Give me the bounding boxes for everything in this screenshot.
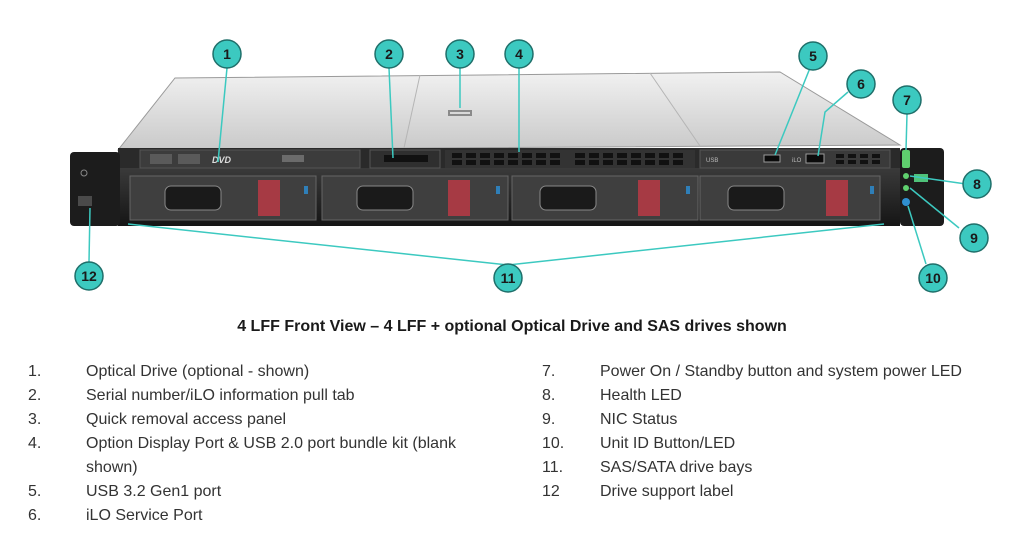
svg-text:7: 7	[903, 92, 911, 108]
svg-text:11: 11	[501, 270, 516, 286]
nic-status-led	[903, 185, 909, 191]
chassis-top	[116, 71, 902, 151]
legend-item: 5. USB 3.2 Gen1 port	[28, 480, 508, 504]
usb-port	[763, 154, 781, 163]
legend-item: 7. Power On / Standby button and system p…	[542, 360, 1002, 384]
legend-number: 5.	[28, 483, 42, 500]
legend-text: Health LED	[600, 387, 682, 404]
legend-number: 1.	[28, 363, 42, 380]
legend-item: 10. Unit ID Button/LED	[542, 432, 1002, 456]
legend-number: 6.	[28, 507, 42, 524]
front-panel-leds	[902, 150, 910, 206]
drive-bay-4	[699, 175, 881, 221]
usb-label: USB	[706, 158, 718, 164]
server-front-diagram: DVD USB iLO	[70, 39, 992, 293]
legend-right: 7. Power On / Standby button and system p…	[542, 360, 1002, 504]
legend-number: 2.	[28, 387, 42, 404]
legend-item: 3. Quick removal access panel	[28, 408, 508, 432]
health-led	[903, 173, 909, 179]
svg-text:5: 5	[809, 48, 817, 64]
callout-8: 8	[962, 169, 992, 199]
callouts: 1 2 3 4 5 6 7 8 9 10 11 12	[74, 39, 992, 293]
callout-10: 10	[918, 263, 948, 293]
power-button-led	[902, 150, 910, 168]
dvd-logo: DVD	[212, 155, 232, 165]
legend-number: 9.	[542, 411, 556, 428]
legend-number: 3.	[28, 411, 42, 428]
legend-number: 7.	[542, 363, 556, 380]
legend-number: 12	[542, 483, 560, 500]
callout-11: 11	[493, 263, 523, 293]
ilo-label: iLO	[792, 158, 802, 164]
callout-5: 5	[798, 41, 828, 71]
legend-text: SAS/SATA drive bays	[600, 459, 753, 476]
legend-number: 4.	[28, 435, 42, 452]
legend-number: 11.	[542, 459, 564, 476]
legend-text: Drive support label	[600, 483, 734, 500]
legend-item: 12 Drive support label	[542, 480, 1002, 504]
legend-text: NIC Status	[600, 411, 678, 428]
legend-item: 11. SAS/SATA drive bays	[542, 456, 1002, 480]
svg-text:3: 3	[456, 46, 464, 62]
legend-text: Unit ID Button/LED	[600, 435, 736, 452]
callout-3: 3	[445, 39, 475, 69]
svg-text:4: 4	[515, 46, 523, 62]
uid-button-led	[902, 198, 910, 206]
left-rack-ear	[70, 152, 120, 226]
drive-bay-1	[129, 175, 317, 221]
svg-text:12: 12	[81, 268, 97, 284]
drive-support-label	[78, 196, 92, 206]
drive-bay-3	[511, 175, 699, 221]
callout-6: 6	[846, 69, 876, 99]
legend-text: Quick removal access panel	[86, 411, 287, 428]
callout-4: 4	[504, 39, 534, 69]
callout-2: 2	[374, 39, 404, 69]
callout-7: 7	[892, 85, 922, 115]
legend-text: iLO Service Port	[86, 507, 203, 524]
drive-bay-2	[321, 175, 509, 221]
svg-text:6: 6	[857, 76, 865, 92]
svg-text:2: 2	[385, 46, 393, 62]
svg-text:8: 8	[973, 176, 981, 192]
legend-item: 1. Optical Drive (optional - shown)	[28, 360, 508, 384]
legend-item: 9. NIC Status	[542, 408, 1002, 432]
svg-text:1: 1	[223, 46, 231, 62]
legend-text: Serial number/iLO information pull tab	[86, 387, 355, 404]
diagram-caption: 4 LFF Front View – 4 LFF + optional Opti…	[237, 318, 787, 335]
callout-12: 12	[74, 261, 104, 291]
legend-text: Option Display Port & USB 2.0 port bundl…	[86, 435, 456, 476]
svg-text:10: 10	[925, 270, 941, 286]
media-bay: DVD USB iLO	[139, 149, 891, 169]
legend-item: 2. Serial number/iLO information pull tab	[28, 384, 508, 408]
drive-bays	[129, 175, 881, 221]
legend-number: 10.	[542, 435, 565, 452]
serial-pull-tab	[384, 155, 428, 162]
svg-text:9: 9	[970, 230, 978, 246]
callout-9: 9	[959, 223, 989, 253]
ilo-service-port	[805, 153, 825, 164]
legend-text: USB 3.2 Gen1 port	[86, 483, 222, 500]
legend-text: Power On / Standby button and system pow…	[600, 363, 962, 380]
callout-1: 1	[212, 39, 242, 69]
legend-item: 4. Option Display Port & USB 2.0 port bun…	[28, 432, 508, 480]
legend-item: 8. Health LED	[542, 384, 1002, 408]
legend-number: 8.	[542, 387, 556, 404]
leader-lines	[88, 67, 967, 266]
legend-left: 1. Optical Drive (optional - shown) 2. Ser…	[28, 360, 508, 528]
legend-text: Optical Drive (optional - shown)	[86, 363, 310, 380]
legend-item: 6. iLO Service Port	[28, 504, 508, 528]
